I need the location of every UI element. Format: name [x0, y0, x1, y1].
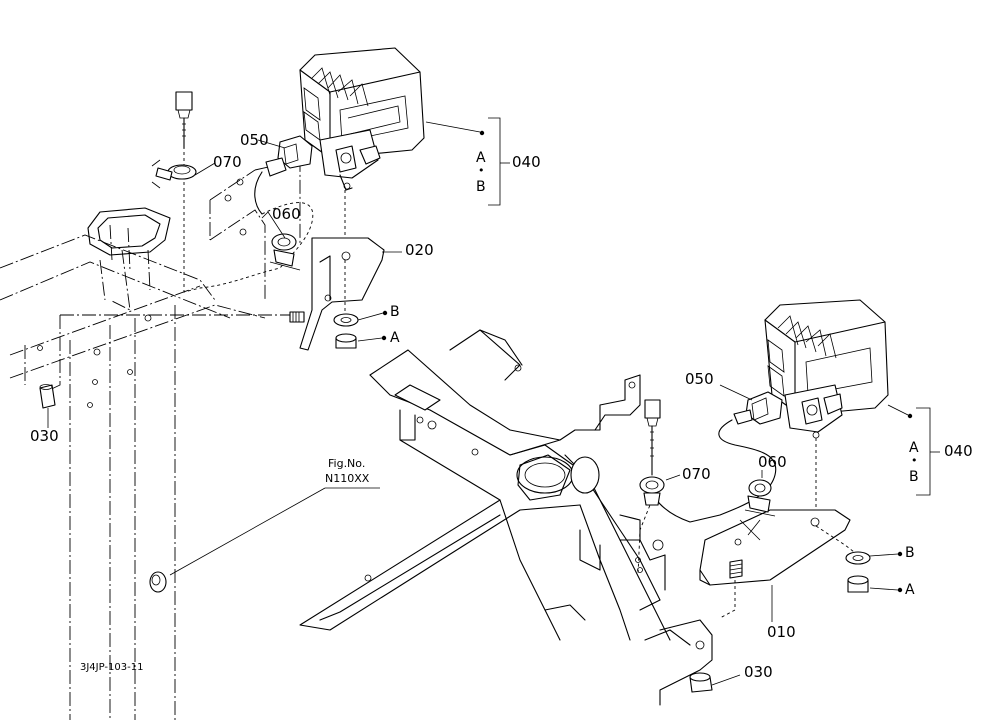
upper-part-030-label: 030: [30, 427, 59, 445]
upper-washer-nut: [333, 310, 388, 349]
lower-bracket-010: [699, 509, 859, 619]
upper-part-020-label: 020: [405, 241, 434, 259]
upper-part-040-label: 040: [512, 153, 541, 171]
upper-bracket-b-label: B: [476, 179, 486, 195]
lower-harness: [635, 391, 783, 576]
upper-part-070-label: 070: [213, 153, 242, 171]
upper-bracket-dot: •: [478, 164, 485, 177]
upper-work-lamp: [299, 47, 485, 240]
lower-washer-b-label: B: [905, 545, 915, 561]
upper-nut-a-label: A: [390, 330, 400, 346]
upper-clamp-070: [151, 159, 197, 189]
drawing-code: 3J4JP-103-11: [80, 662, 144, 673]
lower-bracket-b-label: B: [909, 469, 919, 485]
upper-harness: [175, 91, 314, 293]
lower-bracket-dot: •: [911, 454, 918, 467]
upper-bracket-020: [289, 237, 385, 351]
upper-leader-lines: [47, 117, 510, 428]
upper-clip-060: [269, 233, 301, 271]
fig-ref-number: N110XX: [325, 472, 370, 485]
lower-frame: [149, 329, 713, 706]
upper-part-060-label: 060: [272, 205, 301, 223]
lower-bracket-a-label: A: [909, 440, 919, 456]
upper-frame: [0, 159, 301, 720]
lower-nut-030: [689, 672, 741, 693]
lower-nut-a-label: A: [905, 582, 915, 598]
lower-washer-nut: [845, 551, 903, 593]
lower-part-040-label: 040: [944, 442, 973, 460]
lower-part-070-label: 070: [682, 465, 711, 483]
fig-ref-leader: [169, 487, 380, 576]
lower-part-050-label: 050: [685, 370, 714, 388]
fig-ref-title: Fig.No.: [328, 457, 366, 470]
lower-part-010-label: 010: [767, 623, 796, 641]
lower-part-030-label: 030: [744, 663, 773, 681]
lower-part-060-label: 060: [758, 453, 787, 471]
lower-work-lamp: [764, 299, 913, 510]
upper-bracket-housing: [87, 207, 171, 311]
lower-clamp-070: [639, 476, 665, 506]
lower-leader-lines: [665, 384, 940, 622]
upper-washer-b-label: B: [390, 304, 400, 320]
lower-clip-060: [744, 479, 776, 517]
upper-bolt-030: [39, 384, 56, 425]
upper-bracket-a-label: A: [476, 150, 486, 166]
upper-part-050-label: 050: [240, 131, 269, 149]
